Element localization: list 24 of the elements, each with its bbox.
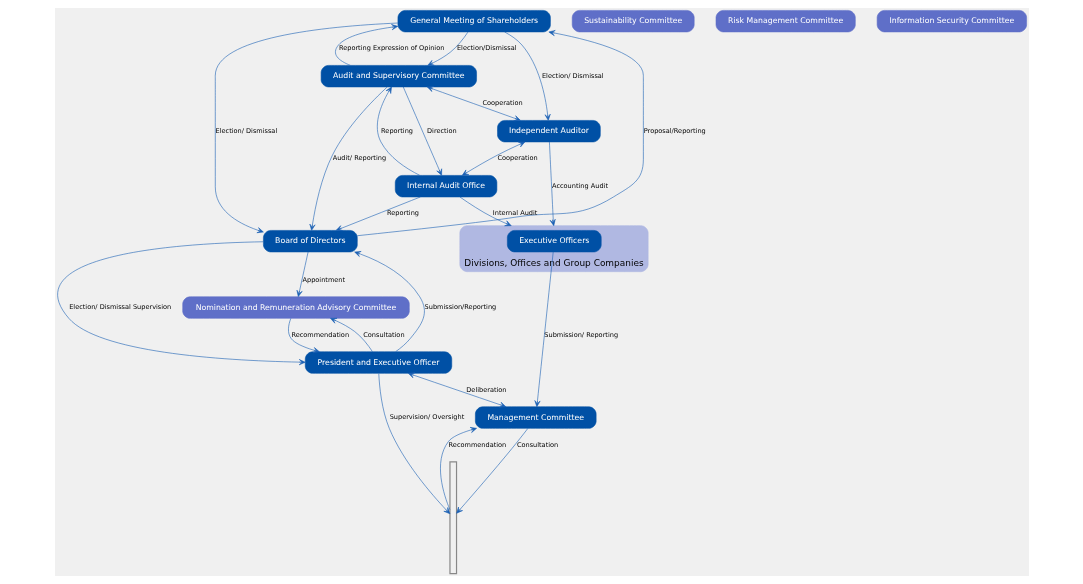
arrow [426,86,521,122]
arrow [376,86,420,176]
arrow [335,196,421,231]
arrow [439,427,477,511]
arrow [548,141,556,226]
arrow [455,428,528,514]
arrow [459,196,511,227]
arrow [407,372,506,408]
arrow [329,317,373,353]
arrow [296,251,308,297]
node-bracket [448,461,457,575]
arrow [402,86,442,176]
arrow [461,141,525,176]
arrow [356,30,644,236]
arrow [334,24,398,66]
arrow [309,86,388,231]
arrow [426,31,468,66]
arrow [57,241,306,366]
arrow [377,373,450,515]
arrow [503,31,551,121]
arrow [353,251,425,353]
arrow [287,318,320,354]
arrow [214,22,398,234]
arrow [534,251,553,408]
